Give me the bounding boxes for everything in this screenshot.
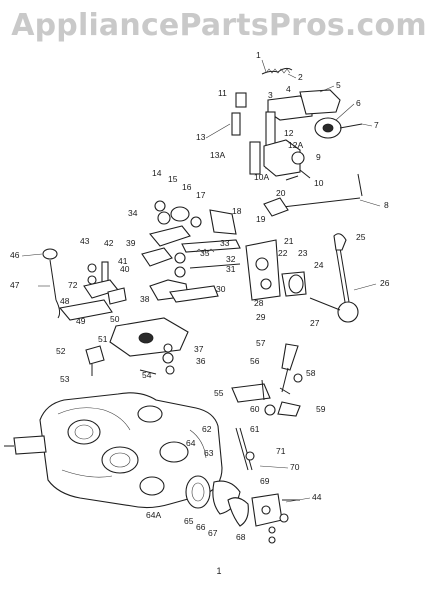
callout-1: 1 [256, 50, 261, 60]
callout-25: 25 [356, 232, 366, 242]
callout-53: 53 [60, 374, 70, 384]
callout-34: 34 [128, 208, 138, 218]
callout-61: 61 [250, 424, 260, 434]
base-plate [85, 317, 189, 376]
spring-assembly [231, 67, 293, 136]
callout-72: 72 [68, 280, 78, 290]
callout-67: 67 [208, 528, 218, 538]
callout-16: 16 [182, 182, 192, 192]
callout-36: 36 [196, 356, 206, 366]
callout-23: 23 [298, 248, 308, 258]
callout-56: 56 [250, 356, 260, 366]
pulley-bracket-assembly [249, 89, 363, 181]
neutral-lever-assembly [231, 343, 303, 417]
pivot-bracket [245, 239, 307, 301]
callout-38: 38 [140, 294, 150, 304]
callout-6: 6 [356, 98, 361, 108]
callout-60: 60 [250, 404, 260, 414]
callout-64: 64 [186, 438, 196, 448]
callout-55: 55 [214, 388, 224, 398]
callout-4: 4 [286, 84, 291, 94]
callout-63: 63 [204, 448, 214, 458]
callout-46: 46 [10, 250, 20, 260]
callout-52: 52 [56, 346, 66, 356]
callout-44: 44 [312, 492, 322, 502]
callout-21: 21 [284, 236, 294, 246]
callout-42: 42 [104, 238, 114, 248]
callout-69: 69 [260, 476, 270, 486]
callout-40: 40 [120, 264, 130, 274]
callout-54: 54 [142, 370, 152, 380]
callout-58: 58 [306, 368, 316, 378]
callout-50: 50 [110, 314, 120, 324]
callout-47: 47 [10, 280, 20, 290]
callout-11: 11 [218, 88, 227, 98]
callout-18: 18 [232, 206, 242, 216]
callout-49: 49 [76, 316, 86, 326]
callout-57: 57 [256, 338, 266, 348]
callout-51: 51 [98, 334, 108, 344]
shift-lever [309, 233, 359, 323]
callout-9: 9 [316, 152, 321, 162]
callout-20: 20 [276, 188, 286, 198]
callout-48: 48 [60, 296, 70, 306]
control-rod [263, 173, 363, 217]
callout-32: 32 [226, 254, 236, 264]
callout-10a: 10A [254, 172, 269, 182]
callout-29: 29 [256, 312, 266, 322]
callout-70: 70 [290, 462, 300, 472]
callout-7: 7 [374, 120, 379, 130]
callout-13: 13 [196, 132, 206, 142]
callout-24: 24 [314, 260, 324, 270]
callout-12a: 12A [288, 140, 303, 150]
callout-3: 3 [268, 90, 273, 100]
callout-66: 66 [196, 522, 206, 532]
callout-19: 19 [256, 214, 266, 224]
callout-71: 71 [276, 446, 286, 456]
callout-12: 12 [284, 128, 294, 138]
watermark-logo: AppliancePartsPros.com [11, 8, 427, 43]
callout-26: 26 [380, 278, 390, 288]
page-number: 1 [216, 566, 222, 576]
callout-30: 30 [216, 284, 226, 294]
callout-17: 17 [196, 190, 206, 200]
shifter-arm-assembly [185, 427, 300, 544]
callout-labels: 1 2 3 4 5 6 7 8 9 10 10A 11 12 12A 13 13… [10, 50, 390, 542]
callout-31: 31 [226, 264, 236, 274]
callout-59: 59 [316, 404, 326, 414]
callout-13a: 13A [210, 150, 225, 160]
callout-64a: 64A [146, 510, 161, 520]
left-control-rod [42, 248, 127, 321]
callout-28: 28 [254, 298, 264, 308]
callout-65: 65 [184, 516, 194, 526]
callout-35: 35 [200, 248, 210, 258]
callout-14: 14 [152, 168, 162, 178]
callout-10: 10 [314, 178, 324, 188]
callout-22: 22 [278, 248, 288, 258]
callout-33: 33 [220, 238, 230, 248]
callout-2: 2 [298, 72, 303, 82]
callout-39: 39 [126, 238, 136, 248]
transmission-housing [4, 392, 223, 509]
callout-62: 62 [202, 424, 212, 434]
callout-41: 41 [118, 256, 128, 266]
callout-15: 15 [168, 174, 178, 184]
callout-68: 68 [236, 532, 246, 542]
leader-lines [21, 59, 381, 503]
callout-37: 37 [194, 344, 204, 354]
callout-43: 43 [80, 236, 90, 246]
callout-27: 27 [310, 318, 320, 328]
lever-assembly [141, 200, 241, 303]
callout-8: 8 [384, 200, 389, 210]
callout-5: 5 [336, 80, 341, 90]
